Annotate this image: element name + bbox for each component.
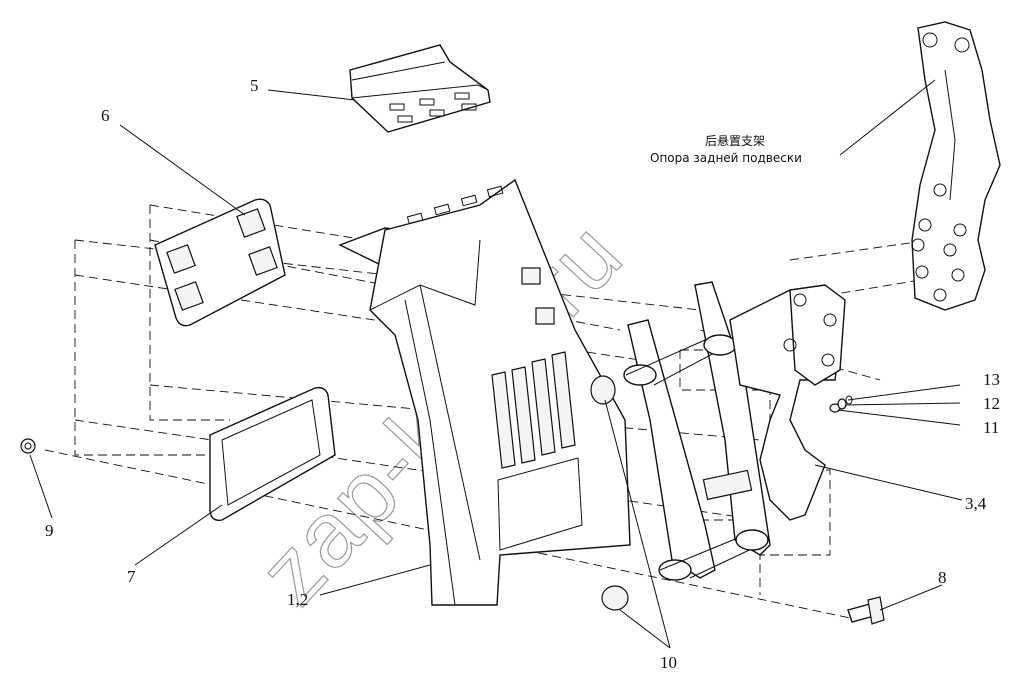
callout-11: 11	[983, 418, 999, 437]
parts-11-12-13-fasteners	[829, 395, 853, 413]
part-1-2-guard	[338, 178, 631, 606]
part-9-nut	[20, 438, 36, 454]
callout-6: 6	[101, 106, 110, 125]
callout-10: 10	[660, 653, 677, 672]
rear-mount-bracket	[911, 21, 1001, 311]
leader-lines	[29, 79, 963, 649]
caption-russian: Опора задней подвески	[650, 151, 802, 165]
callout-12: 12	[983, 394, 1000, 413]
callout-13: 13	[983, 370, 1000, 389]
callout-9: 9	[45, 521, 54, 540]
part-3-4-mount	[729, 284, 846, 521]
part-8-bolt	[847, 596, 885, 625]
caption-chinese: 后悬置支架	[705, 134, 765, 148]
callout-1-2: 1,2	[287, 590, 308, 609]
part-6-plate	[154, 198, 286, 327]
part-7-frame	[209, 386, 336, 522]
part-bracket-plate	[623, 281, 771, 581]
callout-3-4: 3,4	[965, 494, 987, 513]
callout-7: 7	[127, 567, 136, 586]
callout-8: 8	[938, 568, 947, 587]
part-5-cover	[349, 44, 491, 133]
part-10-caps	[590, 375, 629, 611]
callout-5: 5	[250, 76, 259, 95]
